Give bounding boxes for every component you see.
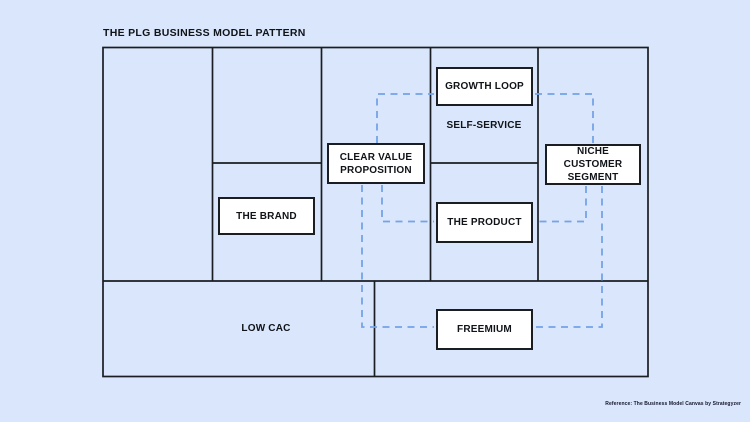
dashed-connectors bbox=[361, 93, 603, 328]
node-clear-value-proposition-label: CLEAR VALUE PROPOSITION bbox=[339, 151, 413, 176]
connector-growthloop-niche bbox=[535, 93, 594, 143]
page-title: THE PLG BUSINESS MODEL PATTERN bbox=[103, 27, 306, 39]
node-niche-customer-segment-label: NICHE CUSTOMER SEGMENT bbox=[563, 146, 623, 183]
label-low-cac: LOW CAC bbox=[241, 323, 291, 334]
node-the-product-label: THE PRODUCT bbox=[447, 217, 522, 228]
connector-niche-freemium bbox=[535, 186, 603, 328]
canvas-grid bbox=[102, 46, 649, 378]
reference-attribution: Reference: The Business Model Canvas by … bbox=[605, 401, 741, 407]
node-the-brand: THE BRAND bbox=[218, 197, 315, 235]
connector-valueprop-freemium bbox=[361, 185, 434, 328]
connector-valueprop-growthloop bbox=[376, 93, 434, 143]
node-the-brand-label: THE BRAND bbox=[236, 210, 297, 222]
node-growth-loop: GROWTH LOOP bbox=[436, 67, 533, 106]
node-growth-loop-label: GROWTH LOOP bbox=[445, 81, 524, 92]
node-freemium-label: FREEMIUM bbox=[457, 324, 512, 335]
node-niche-customer-segment: NICHE CUSTOMER SEGMENT bbox=[545, 144, 641, 185]
connector-valueprop-product bbox=[381, 185, 434, 223]
connector-niche-product bbox=[535, 186, 587, 223]
node-freemium: FREEMIUM bbox=[436, 309, 533, 350]
node-clear-value-proposition: CLEAR VALUE PROPOSITION bbox=[327, 143, 425, 184]
label-self-service: SELF-SERVICE bbox=[446, 120, 522, 131]
node-the-product: THE PRODUCT bbox=[436, 202, 533, 243]
